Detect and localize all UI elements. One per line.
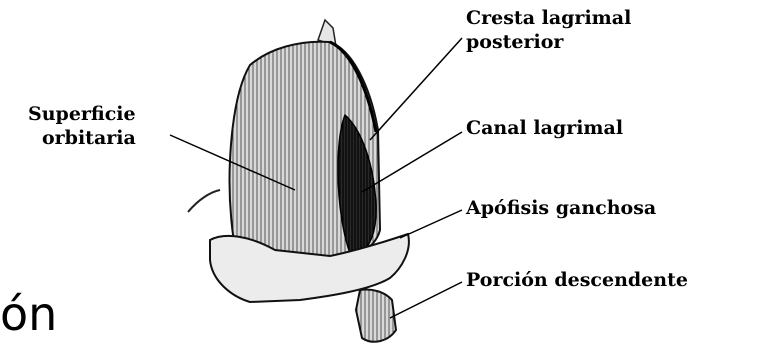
leader-porcion <box>390 282 462 318</box>
label-apofisis-ganchosa: Apófisis ganchosa <box>466 198 656 218</box>
label-cresta-lagrimal-line1: Cresta lagrimal <box>466 8 631 28</box>
small-fragment <box>188 190 220 212</box>
label-superficie-orbitaria-line1: Superficie <box>28 104 136 124</box>
label-cresta-lagrimal-line2: posterior <box>466 32 563 52</box>
leader-cresta <box>370 38 462 140</box>
label-canal-lagrimal: Canal lagrimal <box>466 118 623 138</box>
descending-portion-shape <box>356 289 396 341</box>
label-superficie-orbitaria-line2: orbitaria <box>42 128 136 148</box>
slide-title-fragment: ón <box>0 288 57 340</box>
leader-apofisis <box>400 210 462 238</box>
label-porcion-descendente: Porción descendente <box>466 270 688 290</box>
